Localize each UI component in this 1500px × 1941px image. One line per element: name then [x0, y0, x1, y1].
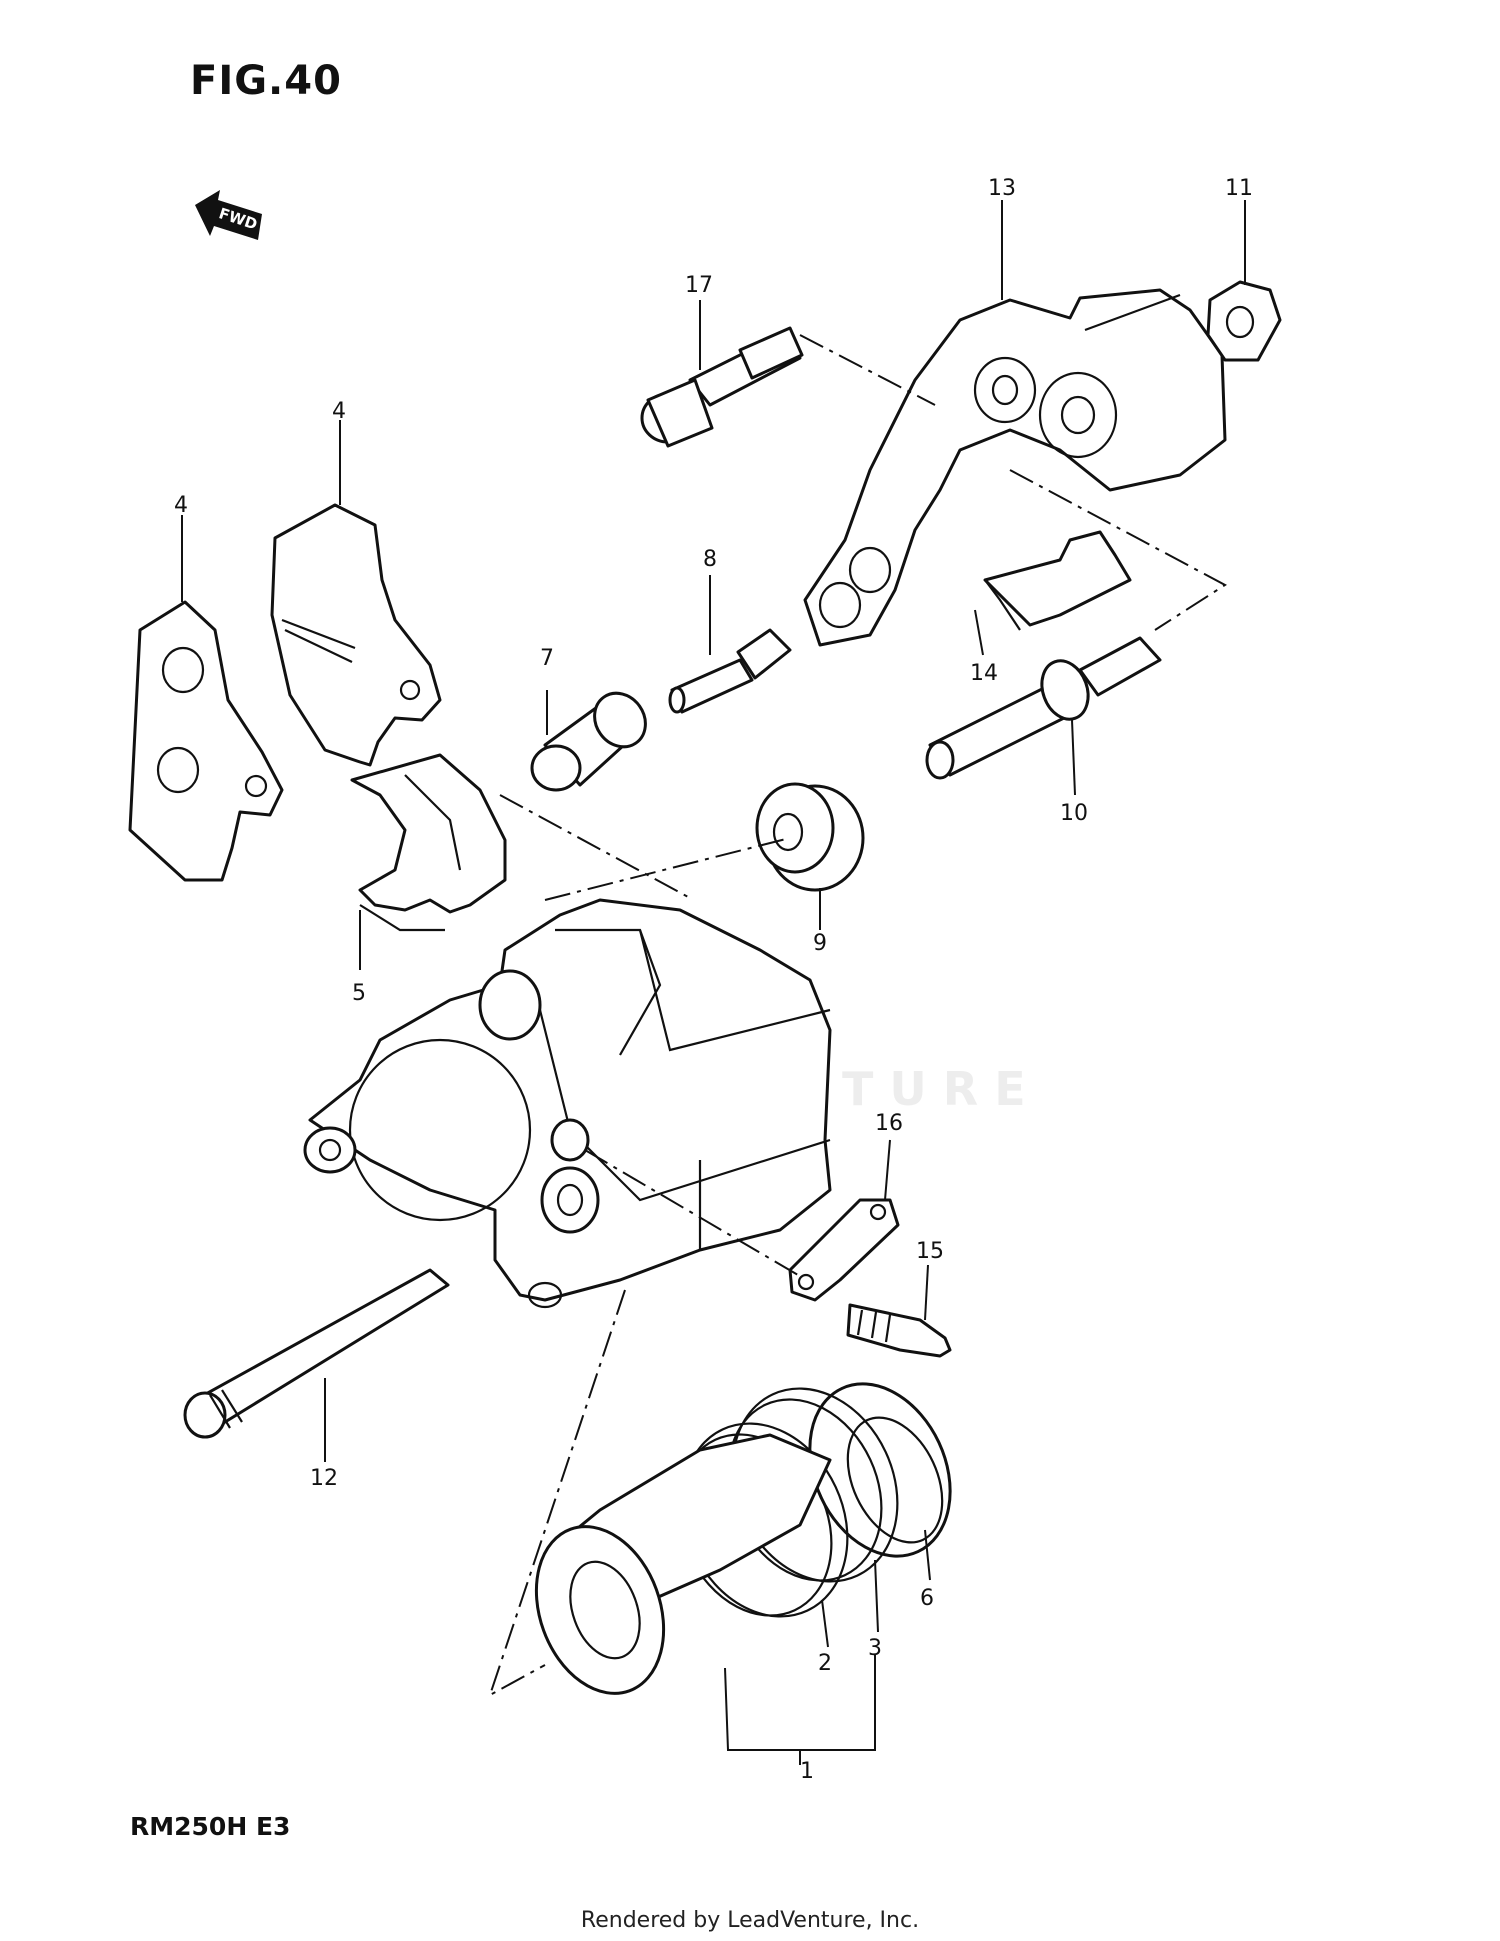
pad-mounting-pin	[183, 1268, 450, 1439]
callout-6: 6	[920, 1586, 934, 1611]
callout-14: 14	[970, 661, 998, 686]
forward-arrow-icon: FWD	[195, 190, 262, 240]
callout-5: 5	[352, 981, 366, 1006]
callout-16: 16	[875, 1111, 903, 1136]
caliper-slide-pin	[668, 628, 792, 714]
callout-4-pad: 4	[332, 399, 346, 424]
nut	[1206, 280, 1282, 362]
leader-lines	[181, 200, 1246, 1765]
callout-labels: 1 2 3 4 4 5 6 7 8 9 10 11 12 13 14 15 16…	[174, 176, 1253, 1784]
callout-17: 17	[685, 273, 713, 298]
slide-boot	[755, 782, 865, 892]
brake-pad	[270, 503, 442, 767]
callout-1: 1	[800, 1759, 814, 1784]
footer-credit: Rendered by LeadVenture, Inc.	[580, 1908, 920, 1933]
callout-9: 9	[813, 931, 827, 956]
callout-11: 11	[1225, 176, 1253, 201]
callout-12: 12	[310, 1466, 338, 1491]
assembly-lines	[488, 334, 1227, 1698]
model-code: RM250H E3	[130, 1812, 291, 1841]
pad-spring	[350, 753, 507, 932]
caliper-axle-pin	[925, 636, 1162, 780]
callout-7: 7	[540, 646, 554, 671]
callout-10: 10	[1060, 801, 1088, 826]
callout-15: 15	[916, 1239, 944, 1264]
pad-retaining-spring	[983, 530, 1132, 631]
figure-title: FIG.40	[190, 58, 342, 104]
caliper-body	[303, 898, 832, 1309]
callout-4-shim: 4	[174, 493, 188, 518]
bleeder-valve	[846, 1303, 952, 1358]
brake-pad-shim	[128, 600, 284, 882]
callout-3: 3	[868, 1636, 882, 1661]
bleeder-cap	[530, 691, 647, 792]
callout-2: 2	[818, 1651, 832, 1676]
piston	[534, 1433, 832, 1695]
gasket	[788, 1198, 900, 1302]
callout-8: 8	[703, 547, 717, 572]
callout-13: 13	[988, 176, 1016, 201]
bolt	[640, 326, 804, 448]
